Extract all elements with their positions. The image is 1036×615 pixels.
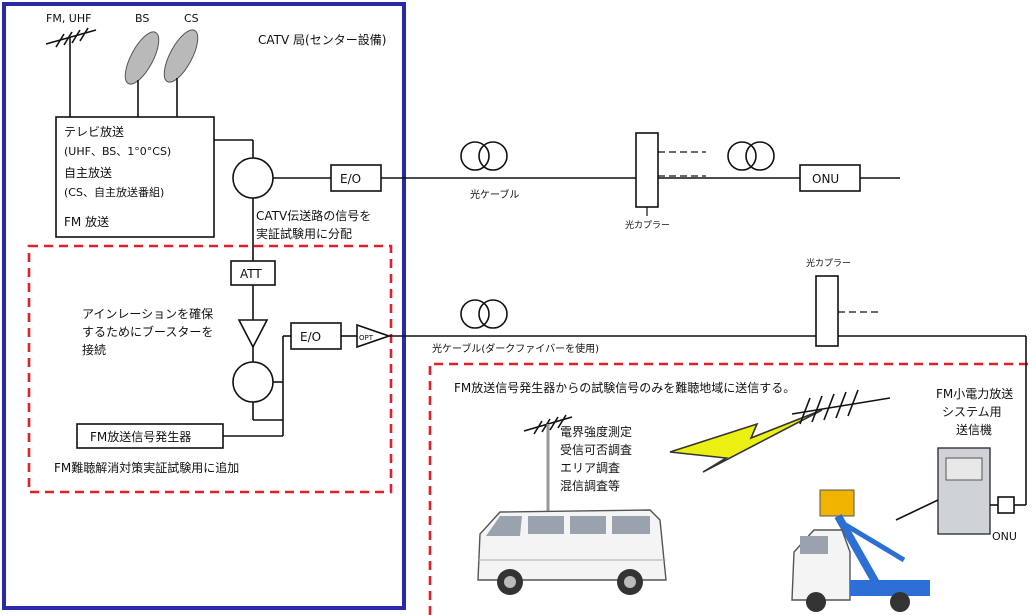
measurement-label-2: 受信可否調査 [560, 443, 632, 457]
eo-mid-label: E/O [300, 330, 321, 344]
antenna-label-bs: BS [135, 12, 149, 25]
combiner-icon [232, 361, 274, 403]
optical-fiber-coil-icon [460, 299, 508, 329]
isolation-label-3: 接続 [82, 342, 106, 357]
onu-top-label: ONU [812, 172, 839, 186]
bucket-truck-icon [791, 489, 930, 612]
fm-broadcast-label: FM 放送 [64, 214, 109, 229]
optical-cable-top-label: 光ケーブル [470, 188, 519, 201]
catv-station-label: CATV 局(センター設備) [258, 32, 386, 47]
splitter-icon [232, 157, 274, 199]
broadcast-sources-box [55, 116, 215, 238]
isolation-label-2: するためにブースターを [82, 324, 213, 339]
trial-area-frame [428, 362, 1033, 615]
eo-converter-top [330, 164, 382, 192]
own-broadcast-label: 自主放送 [64, 165, 112, 180]
tv-broadcast-sub-label: (UHF、BS、1°0°CS) [64, 145, 171, 158]
van-icon [477, 509, 667, 595]
satellite-dish-icon [163, 29, 199, 118]
optical-amplifier-icon [356, 323, 392, 349]
yagi-antenna-icon [45, 27, 97, 118]
yagi-antenna-icon [791, 389, 891, 425]
fm-generator-label: FM放送信号発生器 [90, 429, 191, 444]
optical-cable-dark-label: 光ケーブル(ダークファイバーを使用) [432, 342, 599, 355]
amplifier-icon [237, 319, 269, 349]
measurement-label-4: 混信調査等 [560, 479, 620, 493]
onu-bottom [997, 496, 1015, 514]
tv-broadcast-label: テレビ放送 [64, 124, 124, 139]
optical-coupler-top [635, 132, 659, 208]
att-attenuator [230, 260, 276, 286]
eo-top-label: E/O [340, 172, 361, 186]
isolation-label-1: アインレーションを確保 [82, 306, 213, 321]
measurement-label-3: エリア調査 [560, 461, 620, 475]
optical-fiber-coil-icon [460, 141, 508, 171]
optical-coupler-top-label: 光カプラー [625, 219, 670, 231]
optical-coupler-mid [815, 275, 839, 347]
optical-coupler-mid-label: 光カプラー [806, 257, 851, 269]
transmitter-label-1: FM小電力放送 [936, 386, 1013, 401]
yagi-antenna-icon [523, 414, 573, 520]
trial-note-label: FM放送信号発生器からの試験信号のみを難聴地域に送信する。 [454, 380, 795, 395]
own-broadcast-sub-label: (CS、自主放送番組) [64, 185, 164, 199]
trial-added-label: FM難聴解消対策実証試験用に追加 [54, 460, 239, 475]
transmitter-label-3: 送信機 [956, 422, 992, 437]
amplifier-label: OPT [359, 334, 374, 342]
transmitter-label-2: システム用 [942, 405, 1002, 419]
measurement-label-1: 電界強度測定 [560, 424, 632, 439]
catv-split-label-1: CATV伝送路の信号を [256, 208, 371, 223]
antenna-label-cs: CS [184, 12, 199, 25]
onu-top [799, 164, 861, 192]
att-label: ATT [240, 267, 262, 281]
fm-signal-generator [76, 423, 224, 449]
onu-bottom-label: ONU [992, 530, 1017, 543]
trial-equipment-frame [27, 244, 393, 494]
optical-fiber-coil-icon [727, 141, 775, 171]
lightning-bolt-icon [669, 409, 823, 473]
antenna-label-fm-uhf: FM, UHF [46, 12, 91, 25]
catv-station-frame [2, 2, 406, 610]
catv-split-label-2: 実証試験用に分配 [256, 226, 352, 241]
satellite-dish-icon [124, 31, 160, 118]
